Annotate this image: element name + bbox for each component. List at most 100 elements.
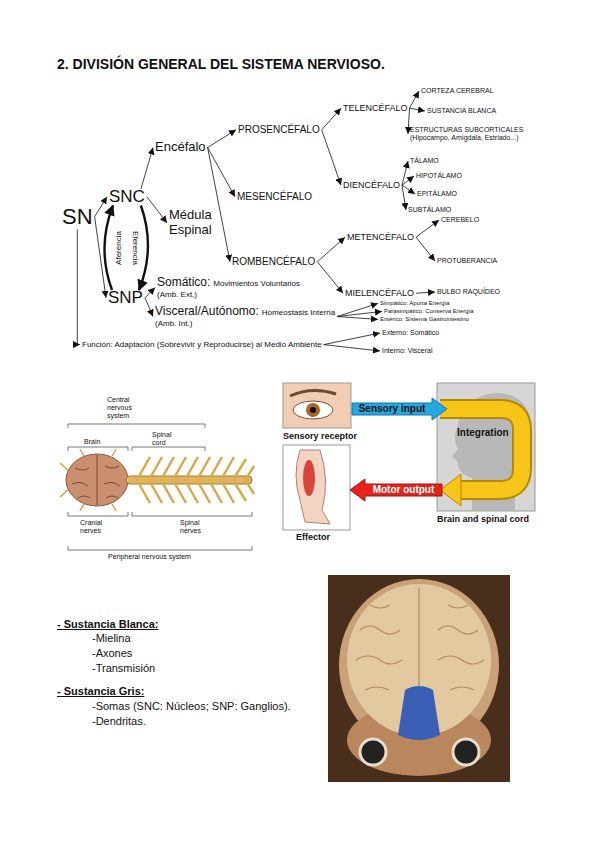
note-text: - Sustancia Blanca: — [57, 618, 158, 631]
node-text: MIELENCÉFALO — [345, 288, 414, 298]
tree-connector — [416, 237, 435, 261]
node-text: Interno: Visceral — [382, 347, 432, 354]
integration-panel — [437, 383, 535, 511]
tree-term: TELENCÉFALO — [343, 103, 408, 113]
tree-connector — [324, 345, 380, 351]
tree-term: SUBTÁLAMO — [408, 206, 451, 214]
note-text: -Dendritas. — [92, 715, 146, 728]
flow-arrow — [139, 206, 148, 291]
tree-term: BULBO RAQUÍDEO — [437, 288, 500, 296]
tree-term: CORTEZA CEREBRAL — [421, 87, 494, 95]
input-arrow: Sensory input — [352, 398, 447, 420]
tree-term: EPITÁLAMO — [417, 190, 457, 198]
tree-connector — [322, 130, 341, 185]
cranial-nerves — [60, 449, 116, 511]
node-text: METENCÉFALO — [347, 232, 414, 242]
tree-connector — [95, 197, 107, 217]
eye-iris — [306, 403, 320, 417]
node-text: Simpático: Aporta Energía — [380, 300, 450, 306]
node-text: Motor output — [373, 484, 435, 496]
tree-connector — [145, 288, 155, 298]
node-text: HIPOTÁLAMO — [416, 172, 462, 179]
tree-term: SNC — [109, 187, 145, 207]
tree-term: Médula Espinal — [169, 208, 221, 238]
node-text: EPITÁLAMO — [417, 190, 457, 197]
integration-loop-outline — [440, 409, 522, 490]
brain-top-view — [66, 454, 128, 506]
edge-label: Aferencia — [115, 231, 123, 265]
spinal-nerves — [138, 457, 254, 503]
node-text: PROSENCÉFALO — [238, 124, 320, 135]
node-text: (Amb. Int.) — [155, 319, 335, 328]
tree-connector — [317, 262, 343, 293]
node-text: CORTEZA CEREBRAL — [421, 87, 494, 94]
node-text: SNC — [109, 187, 145, 206]
figure-label: Effector — [296, 532, 330, 542]
tree-term: DIENCÉFALO — [343, 180, 400, 190]
note-text: -Mielina — [92, 632, 131, 645]
figure-label: Brain and spinal cord — [437, 514, 529, 524]
tree-term: SN — [62, 204, 93, 229]
node-text: TELENCÉFALO — [343, 103, 408, 113]
arrow-body — [352, 398, 447, 420]
node-text: Parasimpático: Conserva Energía — [384, 308, 474, 314]
node-text: CEREBELO — [441, 216, 479, 223]
figure-label: Cranial nerves — [80, 519, 110, 535]
node-text: MESENCÉFALO — [237, 191, 312, 202]
loop-arrowhead — [440, 474, 461, 506]
node-text: Encéfalo — [155, 139, 206, 154]
node-text: Somático: — [157, 275, 210, 289]
figure-label: Spinal nerves — [180, 519, 212, 535]
figure-label: Brain — [84, 438, 100, 446]
node-text: Médula Espinal — [169, 207, 212, 237]
tree-term: Simpático: Aporta Energía — [380, 300, 450, 307]
figure-label: Peripheral nervous system — [108, 553, 191, 561]
node-text: Visceral/Autónomo: — [155, 304, 259, 318]
node-text: Entérico: Sistema Gastrointestino — [380, 316, 469, 322]
node-text: Sensory input — [359, 403, 426, 415]
node-text: Externo: Somático — [382, 329, 439, 336]
tree-term: Parasimpático: Conserva Energía — [384, 308, 474, 315]
tree-term: Interno: Visceral — [382, 347, 432, 355]
node-text: SUSTANCIA BLANCA — [427, 107, 496, 114]
eye-pupil — [310, 407, 316, 413]
flow-arrow — [104, 206, 113, 291]
tree-term: TÁLAMO — [410, 157, 439, 165]
output-arrow: Motor output — [350, 479, 442, 501]
tree-term: HIPOTÁLAMO — [416, 172, 462, 180]
tree-term: PROSENCÉFALO — [238, 124, 320, 136]
tree-connector — [77, 229, 80, 344]
edge-label: Eferencia — [131, 231, 139, 265]
tree-term: MESENCÉFALO — [237, 191, 312, 203]
brainstem — [398, 686, 440, 740]
note-text: -Axones — [92, 647, 132, 660]
effector-panel — [283, 445, 350, 530]
page-title: 2. DIVISIÓN GENERAL DEL SISTEMA NERVIOSO… — [57, 56, 385, 72]
tree-term: Entérico: Sistema Gastrointestino — [380, 316, 469, 323]
tree-connector — [402, 176, 414, 185]
brain-section-photo — [328, 575, 510, 782]
note-text: -Transmisión — [92, 662, 155, 675]
tree-connector — [416, 292, 435, 293]
tree-term: METENCÉFALO — [347, 232, 414, 242]
node-text: ROMBENCÉFALO — [232, 256, 315, 267]
figure-label: Spinal cord — [152, 431, 178, 447]
node-text: DIENCÉFALO — [343, 180, 400, 190]
tree-connector — [337, 317, 378, 320]
eyebrow — [290, 390, 336, 396]
node-text: SN — [62, 204, 93, 229]
arrow-body — [350, 479, 442, 501]
figure-brackets — [68, 424, 252, 550]
tree-connector — [408, 108, 410, 134]
node-text: SUBTÁLAMO — [408, 206, 451, 213]
tree-connector — [416, 220, 439, 237]
tree-connector — [147, 197, 167, 223]
tree-connector — [410, 108, 426, 111]
calf-muscle — [303, 460, 315, 496]
right-eye — [453, 739, 479, 765]
tree-term: Función: Adaptación (Sobrevivir y Reprod… — [82, 340, 322, 349]
note-text: - Sustancia Gris: — [57, 685, 144, 698]
note-text: -Somas (SNC: Núcleos; SNP: Ganglios). — [92, 700, 291, 713]
node-text: Homeostasis Interna — [262, 308, 335, 317]
tree-term: SNP — [108, 288, 143, 308]
